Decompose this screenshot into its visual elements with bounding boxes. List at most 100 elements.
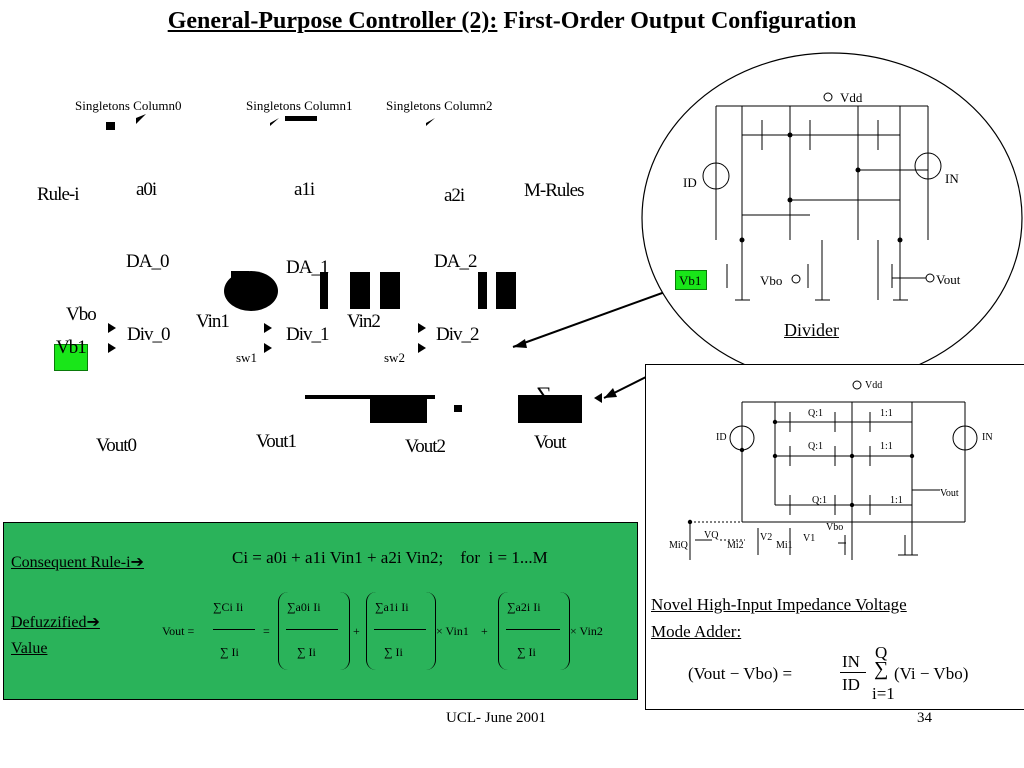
adder-formula-lhs: (Vout − Vbo) = <box>688 664 793 683</box>
adder-in-source <box>952 425 978 451</box>
formula-den-a2: ∑ Ii <box>517 645 536 659</box>
formula-paren-a0 <box>278 592 350 670</box>
divider-vb1-highlight <box>675 270 707 290</box>
adder-formula-den: ID <box>842 675 860 694</box>
adder-formula-rhs: (Vi − Vbo) <box>894 664 969 683</box>
formula-bar-a1 <box>374 629 426 630</box>
singleton-arrow-0 <box>136 114 146 124</box>
adder-v1-label: V1 <box>803 533 816 544</box>
adder-mi2-label: Mi2 <box>727 540 744 551</box>
div1-arrow-b <box>264 343 272 353</box>
singleton-arrow-2 <box>426 118 435 126</box>
value-label: Value <box>11 640 48 657</box>
sum-block-dot <box>454 405 462 412</box>
divider-vb1-label: Vb1 <box>679 273 702 288</box>
div0-arrow <box>108 323 116 333</box>
div2-label: Div_2 <box>436 324 479 345</box>
divider-vout-node <box>925 273 935 283</box>
defuzz-label: Defuzzified➔ <box>11 614 100 631</box>
pointer-to-adder-head <box>604 388 617 398</box>
adder-ratio-q1-b: Q:1 <box>808 441 823 452</box>
da0-label: DA_0 <box>126 251 169 272</box>
formula-bar-ci <box>213 629 255 630</box>
vb1-label: Vb1 <box>56 337 87 358</box>
adder-formula-sum-top: Q <box>875 643 888 662</box>
formula-num-ci: ∑Ci Ii <box>213 600 244 614</box>
sw2-label: sw2 <box>384 350 405 365</box>
pointer-to-divider-head <box>513 339 527 348</box>
footer-date: UCL- June 2001 <box>446 710 546 726</box>
singleton-col1-label: Singletons Column1 <box>246 98 353 113</box>
sw1-label: sw1 <box>236 350 257 365</box>
formula-bar-a2 <box>506 629 560 630</box>
vout2-label: Vout2 <box>405 436 446 457</box>
adder-ratio-q1-c: Q:1 <box>812 495 827 506</box>
formula-eq: = <box>263 624 270 638</box>
sum-block-2 <box>518 395 582 423</box>
formula-plus-1: + <box>353 624 360 638</box>
slide-title: General-Purpose Controller (2): First-Or… <box>0 8 1024 35</box>
da2-bar-a <box>478 272 487 309</box>
formula-den-a1: ∑ Ii <box>384 645 403 659</box>
formula-plus-2: + <box>481 624 488 638</box>
div0-label: Div_0 <box>127 324 170 345</box>
formula-times-vin1: × Vin1 <box>436 624 469 638</box>
formula-vout-lhs: Vout = <box>162 624 195 638</box>
da-blob-top <box>231 271 249 279</box>
sum-arrow <box>594 393 602 403</box>
consequent-equation: Ci = a0i + a1i Vin1 + a2i Vin2; for i = … <box>232 548 548 567</box>
divider-vbo-node <box>791 274 801 284</box>
formula-times-vin2: × Vin2 <box>570 624 603 638</box>
divider-id-source <box>702 162 730 190</box>
title-part2: First-Order Output Configuration <box>497 8 857 34</box>
div0-arrow-b <box>108 343 116 353</box>
formula-paren-a1 <box>366 592 436 670</box>
adder-caption-line2: Mode Adder: <box>651 622 742 641</box>
div1-arrow <box>264 323 272 333</box>
da2-label: DA_2 <box>434 251 477 272</box>
singleton-mark-0 <box>106 122 115 130</box>
singleton-col2-label: Singletons Column2 <box>386 98 493 113</box>
da1-bar-a <box>320 272 328 309</box>
da1-label: DA_1 <box>286 257 329 278</box>
adder-formula-sigma: ∑ <box>874 658 889 680</box>
formula-num-a2: ∑a2i Ii <box>507 600 541 614</box>
div2-arrow-b <box>418 343 426 353</box>
adder-formula-sum-bot: i=1 <box>872 684 895 703</box>
vout-label: Vout <box>534 432 567 453</box>
vb1-highlight <box>54 344 88 371</box>
adder-ratio-q1-a: Q:1 <box>808 408 823 419</box>
adder-id-label: ID <box>716 432 727 443</box>
divider-caption: Divider <box>784 320 839 340</box>
vout0-label: Vout0 <box>96 435 137 456</box>
rule-box <box>3 522 638 700</box>
divider-vbo-label: Vbo <box>760 273 783 288</box>
page-number: 34 <box>917 710 932 726</box>
adder-ratio-11-b: 1:1 <box>880 441 893 452</box>
da-blob <box>224 271 278 311</box>
adder-caption-line1: Novel High-Input Impedance Voltage <box>651 595 907 614</box>
adder-vdd-node <box>852 380 862 390</box>
coeff-a0: a0i <box>136 179 157 200</box>
adder-vq-label: VQ <box>704 530 719 541</box>
div2-arrow <box>418 323 426 333</box>
divider-vdd-label: Vdd <box>840 90 863 105</box>
formula-num-a0: ∑a0i Ii <box>287 600 321 614</box>
formula-den-a0: ∑ Ii <box>297 645 316 659</box>
formula-den-ci: ∑ Ii <box>220 645 239 659</box>
vin1-label: Vin1 <box>196 311 230 332</box>
da1-bar-b <box>350 272 370 309</box>
divider-vout-label: Vout <box>936 272 961 287</box>
adder-vbo-label: Vbo <box>826 522 844 533</box>
adder-v2-label: V2 <box>760 532 773 543</box>
singleton-mark-1 <box>285 116 317 121</box>
formula-paren-a2 <box>498 592 570 670</box>
adder-ratio-11-a: 1:1 <box>880 408 893 419</box>
adder-miq-label: MiQ <box>669 540 688 551</box>
adder-vdd-label: Vdd <box>865 380 883 391</box>
singleton-col0-label: Singletons Column0 <box>75 98 182 113</box>
formula-num-a1: ∑a1i Ii <box>375 600 409 614</box>
m-rules-label: M-Rules <box>524 180 584 201</box>
